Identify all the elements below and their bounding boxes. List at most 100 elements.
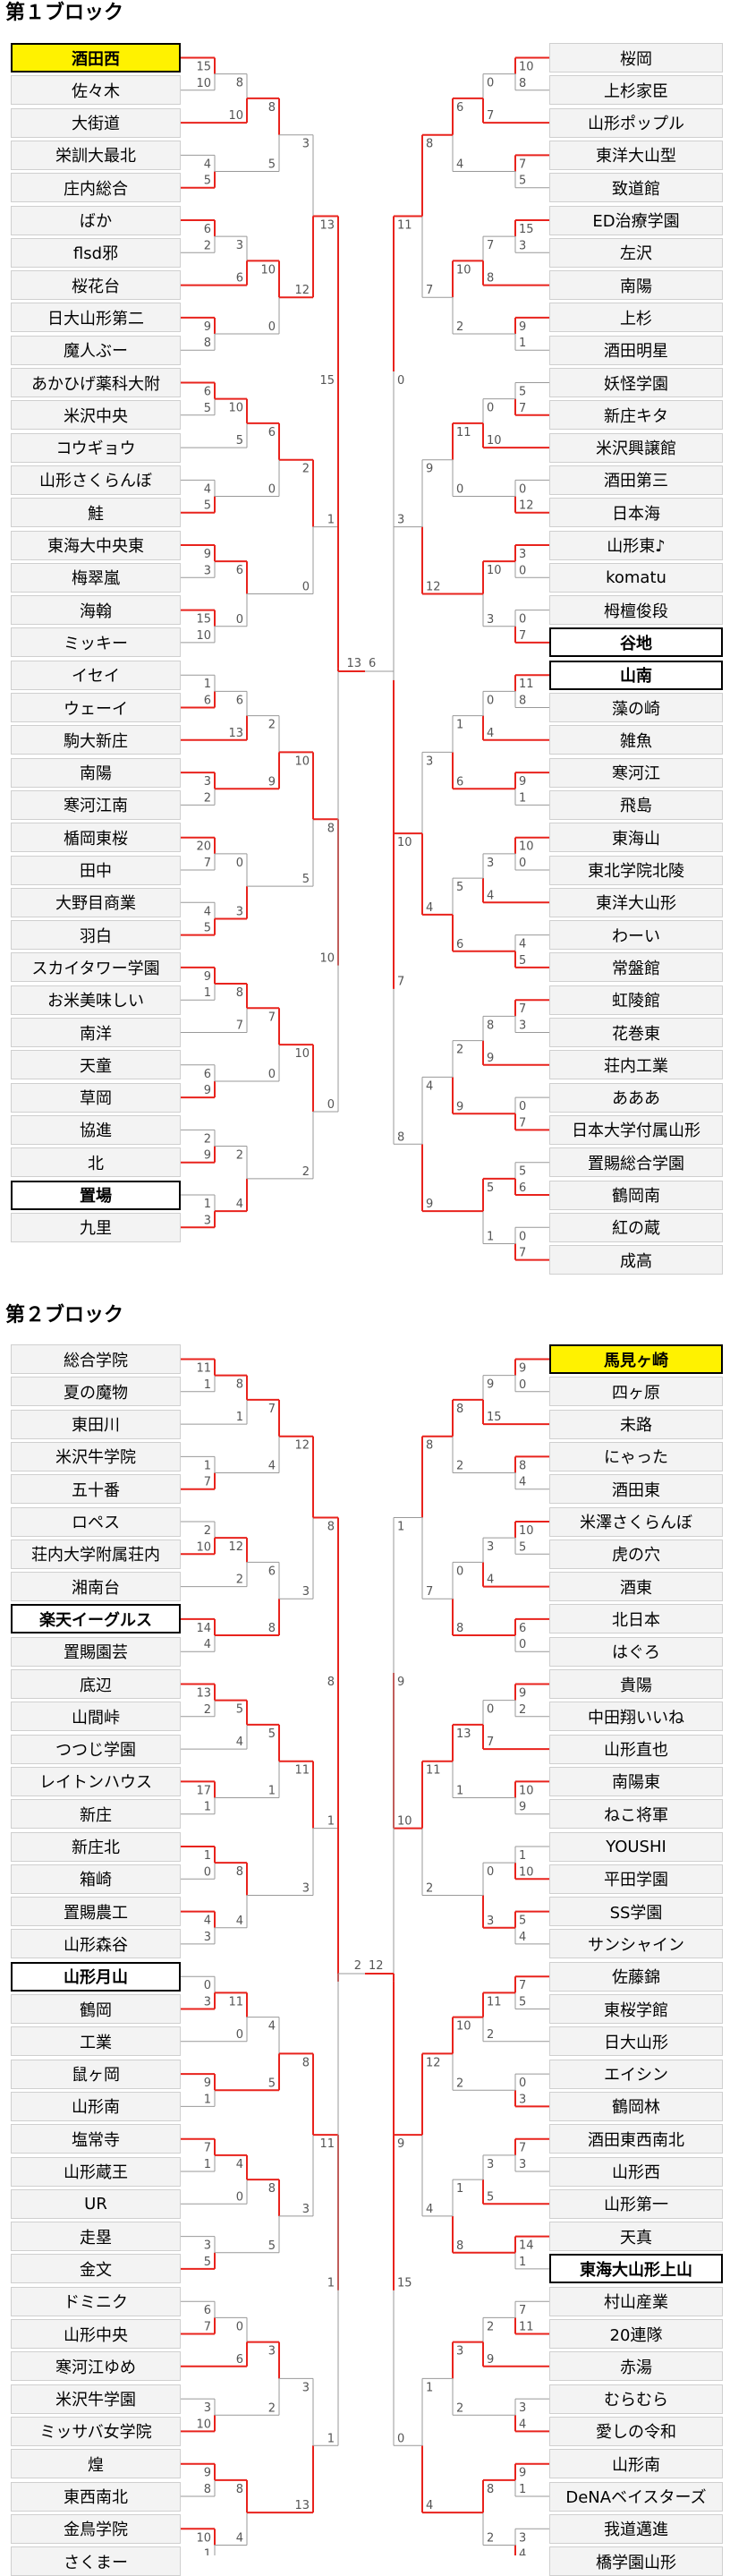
score-label: 2 xyxy=(204,239,211,252)
team-l-0-22: 南陽 xyxy=(11,757,181,788)
score-label: 0 xyxy=(519,613,526,627)
score-label: 12 xyxy=(519,499,534,513)
score-label: 15 xyxy=(519,223,534,236)
score-label: 0 xyxy=(487,1703,494,1717)
team-r-0-7: 南陽 xyxy=(549,270,723,301)
score-label: 11 xyxy=(426,1764,441,1778)
score-label: 5 xyxy=(519,1915,526,1928)
team-r-0-16: komatu xyxy=(549,562,723,593)
score-label: 8 xyxy=(268,101,276,115)
score-label: 3 xyxy=(426,755,433,768)
score-label: 3 xyxy=(204,1996,211,2009)
score-label: 1 xyxy=(204,1801,211,1814)
team-l-1-9: 置賜園芸 xyxy=(11,1636,181,1667)
team-r-0-3: 東洋大山型 xyxy=(549,140,723,170)
score-label: 5 xyxy=(204,2256,211,2269)
team-r-0-20: 藻の崎 xyxy=(549,693,723,722)
score-label: 9 xyxy=(519,1362,526,1376)
score-label: 9 xyxy=(204,548,211,561)
score-label: 17 xyxy=(196,1784,211,1797)
score-label: 8 xyxy=(397,1130,404,1144)
team-l-1-12: つつじ学園 xyxy=(11,1734,181,1764)
score-label: 6 xyxy=(236,694,243,707)
score-label: 2 xyxy=(204,1132,211,1146)
score-label: 7 xyxy=(519,402,526,415)
score-label: 0 xyxy=(204,1979,211,1992)
score-label: 1 xyxy=(204,986,211,1000)
score-label: 9 xyxy=(204,2077,211,2090)
score-label: 7 xyxy=(204,2321,211,2334)
score-label: 13 xyxy=(228,727,243,740)
team-r-0-18: 谷地 xyxy=(549,627,723,658)
team-r-0-24: 東海山 xyxy=(549,823,723,853)
score-label: 11 xyxy=(456,426,471,439)
score-label: 10 xyxy=(196,629,211,643)
score-label: 2 xyxy=(456,2401,463,2415)
score-label: 5 xyxy=(204,402,211,415)
score-label: 2 xyxy=(236,1149,243,1163)
score-label: 8 xyxy=(236,986,243,1000)
team-l-1-15: 新庄北 xyxy=(11,1831,181,1862)
score-label: 6 xyxy=(519,1622,526,1635)
team-l-0-28: スカイタワー学園 xyxy=(11,952,181,983)
score-label: 7 xyxy=(426,1585,433,1599)
score-label: 8 xyxy=(456,2239,463,2253)
score-label: 7 xyxy=(268,1011,276,1024)
score-label: 6 xyxy=(204,2304,211,2317)
score-label: 4 xyxy=(204,1638,211,1651)
score-label: 0 xyxy=(236,2320,243,2333)
score-label: 10 xyxy=(519,1524,534,1538)
team-l-1-3: 米沢牛学院 xyxy=(11,1441,181,1471)
team-l-1-25: 山形蔵王 xyxy=(11,2156,181,2187)
team-r-0-9: 酒田明星 xyxy=(549,335,723,365)
team-l-0-32: 草岡 xyxy=(11,1082,181,1113)
score-label: 10 xyxy=(519,61,534,74)
team-r-0-4: 致道館 xyxy=(549,173,723,203)
score-label: 7 xyxy=(397,976,404,989)
score-label: 3 xyxy=(204,564,211,577)
score-label: 9 xyxy=(204,970,211,984)
team-l-0-12: コウギョウ xyxy=(11,432,181,463)
score-label: 4 xyxy=(204,482,211,496)
score-label: 1 xyxy=(426,2381,433,2394)
score-label: 8 xyxy=(204,2483,211,2496)
score-label: 3 xyxy=(487,613,494,627)
score-label: 7 xyxy=(268,1403,276,1416)
score-label: 6 xyxy=(204,695,211,708)
score-label: 10 xyxy=(456,2020,471,2034)
team-l-0-27: 羽白 xyxy=(11,920,181,951)
score-label: 0 xyxy=(397,374,404,388)
team-r-1-1: 四ヶ原 xyxy=(549,1377,723,1407)
score-label: 9 xyxy=(519,1687,526,1701)
score-label: 1 xyxy=(204,2093,211,2106)
score-label: 9 xyxy=(204,2467,211,2480)
team-l-1-21: 工業 xyxy=(11,2026,181,2057)
score-label: 6 xyxy=(204,386,211,399)
team-r-1-7: 酒東 xyxy=(549,1572,723,1602)
score-label: 5 xyxy=(204,922,211,935)
team-l-1-20: 鶴岡 xyxy=(11,1994,181,2024)
score-label: 3 xyxy=(302,1881,310,1895)
score-label: 0 xyxy=(487,1865,494,1879)
team-r-1-8: 北日本 xyxy=(549,1604,723,1634)
score-label: 3 xyxy=(204,1931,211,1944)
score-label: 3 xyxy=(302,138,310,151)
score-label: 1 xyxy=(204,1459,211,1472)
team-r-0-33: 日本大学付属山形 xyxy=(549,1114,723,1145)
team-r-1-12: 山形直也 xyxy=(549,1734,723,1764)
score-label: 9 xyxy=(456,1100,463,1113)
team-l-0-10: あかひげ薬科大附 xyxy=(11,368,181,397)
score-label: 5 xyxy=(268,1727,276,1741)
team-l-0-21: 駒大新庄 xyxy=(11,725,181,755)
score-label: 7 xyxy=(487,239,494,252)
team-l-1-24: 塩常寺 xyxy=(11,2124,181,2154)
team-l-0-34: 北 xyxy=(11,1147,181,1178)
team-r-0-6: 左沢 xyxy=(549,237,723,268)
score-label: 8 xyxy=(327,1520,335,1533)
score-label: 5 xyxy=(456,881,463,894)
score-label: 2 xyxy=(268,719,276,732)
score-label: 0 xyxy=(519,482,526,496)
team-l-1-32: 米沢牛学園 xyxy=(11,2384,181,2414)
team-r-1-24: 酒田東西南北 xyxy=(549,2124,723,2154)
score-label: 3 xyxy=(268,2345,276,2358)
